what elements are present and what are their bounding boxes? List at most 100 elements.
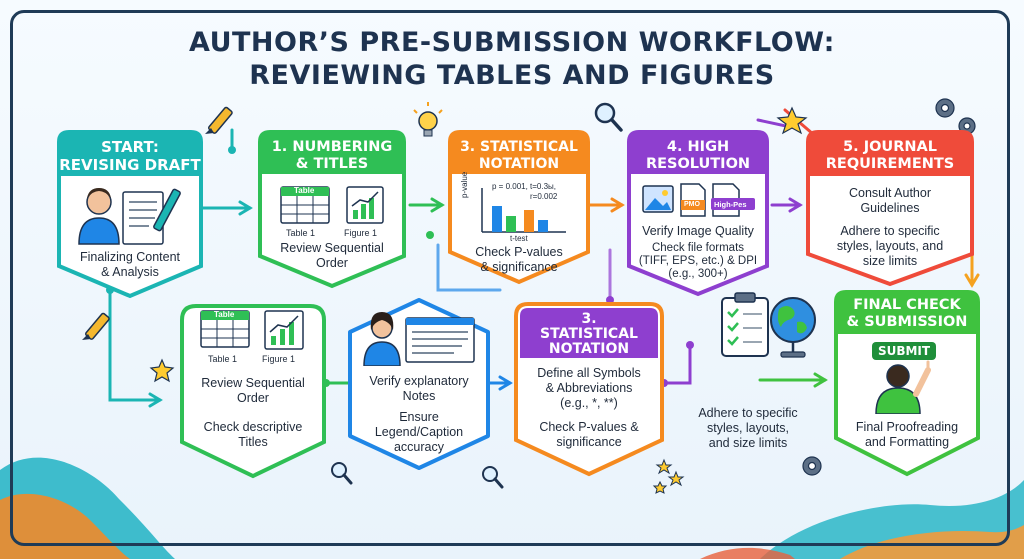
wave-left-2 <box>0 493 130 559</box>
journal-body-3: Adhere to specific <box>840 224 940 238</box>
journal-body-2: Guidelines <box>860 201 920 215</box>
stat-bottom-body-4: Check P-values & <box>539 420 639 434</box>
notes-body-5: accuracy <box>393 440 445 454</box>
resolution-tag-1: PMO <box>684 201 700 208</box>
stat-top-ylabel: p-value <box>460 171 469 198</box>
pencil-icon-2 <box>82 312 110 340</box>
star-icon <box>776 106 808 135</box>
numbering-caption-figure: Figure 1 <box>344 228 378 238</box>
resolution-body-1: Verify Image Quality <box>642 224 754 238</box>
resolution-title-1: 4. HIGH <box>666 139 730 155</box>
card-notes: Verify explanatory Notes Ensure Legend/C… <box>346 296 492 472</box>
image-file-icons <box>642 183 755 217</box>
stat-bottom-body-5: significance <box>556 435 622 449</box>
card-numbering: 1. NUMBERING & TITLES Table Table 1 Figu… <box>256 128 408 290</box>
table-icon-2 <box>200 310 250 348</box>
journal-title-1: 5. JOURNAL <box>843 139 937 155</box>
notes-body-3: Ensure <box>399 410 439 424</box>
resolution-title-2: RESOLUTION <box>645 156 751 172</box>
stat-bottom-body-2: & Abbreviations <box>545 381 633 395</box>
resolution-body-4: (e.g., 300+) <box>668 268 728 280</box>
adhere-text-1: Adhere to specific <box>698 406 798 420</box>
person-clicking-icon <box>875 360 931 414</box>
review-body-2: Order <box>237 391 269 405</box>
gear-icon-2 <box>802 456 822 476</box>
stat-top-title-2: NOTATION <box>478 156 560 172</box>
adhere-text-2: styles, layouts, <box>707 421 789 435</box>
final-title-2: & SUBMISSION <box>846 314 968 330</box>
numbering-table-tag: Table <box>294 186 315 195</box>
numbering-title-1: 1. NUMBERING <box>271 139 393 155</box>
card-start: START: REVISING DRAFT Finalizing Content… <box>55 128 205 300</box>
card-stat-bottom: 3. STATISTICAL NOTATION Define all Symbo… <box>512 300 666 478</box>
final-body-1: Final Proofreading <box>855 420 959 434</box>
card-resolution: 4. HIGH RESOLUTION PMO High-Pes Verify I… <box>625 128 771 298</box>
globe-icon <box>770 297 816 358</box>
p-value-chart-icon <box>481 188 566 233</box>
bar-chart-icon-2 <box>264 310 304 350</box>
card-final: FINAL CHECK & SUBMISSION SUBMIT Final Pr… <box>832 288 982 478</box>
card-stat-top: 3. STATISTICAL NOTATION p-value p = 0.00… <box>446 128 592 286</box>
stat-top-annot-1: p = 0.001, t=0.3ы, <box>492 182 557 191</box>
numbering-body-1: Review Sequential <box>280 241 384 255</box>
stat-bottom-title-3: NOTATION <box>548 341 630 357</box>
stat-top-title-1: 3. STATISTICAL <box>460 139 578 155</box>
notes-body-4: Legend/Caption <box>374 425 464 439</box>
review-caption-figure: Figure 1 <box>262 354 296 364</box>
notes-body-1: Verify explanatory <box>369 374 469 388</box>
stat-bottom-title-1: 3. <box>581 311 597 327</box>
writer-icon <box>78 188 181 245</box>
journal-body-5: size limits <box>862 254 918 268</box>
start-title-1: START: <box>101 138 159 156</box>
title-line-1: AUTHOR’S PRE-SUBMISSION WORKFLOW: <box>189 27 835 58</box>
numbering-body-2: Order <box>316 256 348 270</box>
stars-cluster-icon <box>652 458 685 494</box>
stat-bottom-body-3: (e.g., *, **) <box>560 396 618 410</box>
stat-top-xlabel: t-test <box>510 234 528 243</box>
stat-top-body-2: & significance <box>480 260 558 274</box>
start-body-2: & Analysis <box>101 265 159 279</box>
journal-title-2: REQUIREMENTS <box>825 156 955 172</box>
title-line-2: REVIEWING TABLES AND FIGURES <box>249 60 775 91</box>
final-title-1: FINAL CHECK <box>853 297 961 313</box>
connector-start-down <box>108 288 162 402</box>
magnifier-icon-3 <box>482 466 504 489</box>
wave-right-2 <box>840 525 1024 559</box>
submit-button[interactable]: SUBMIT <box>872 342 936 360</box>
resolution-body-2: Check file formats <box>651 242 745 254</box>
outer-frame <box>10 10 1010 546</box>
magnifier-icon-2 <box>331 462 353 485</box>
star-icon-2 <box>149 358 175 383</box>
stat-bottom-body-1: Define all Symbols <box>537 366 641 380</box>
clipboard-icon <box>721 292 769 357</box>
resolution-tag-2: High-Pes <box>714 200 747 209</box>
presenter-icon <box>363 312 475 366</box>
lightbulb-icon <box>413 102 443 137</box>
bar-chart-icon <box>346 186 384 224</box>
journal-body-4: styles, layouts, and <box>836 239 944 253</box>
resolution-body-3: (TIFF, EPS, etc.) & DPI <box>638 255 758 267</box>
start-body-1: Finalizing Content <box>79 250 181 264</box>
review-table-tag: Table <box>214 310 235 319</box>
review-body-3: Check descriptive <box>203 420 303 434</box>
stat-top-body-1: Check P-values <box>475 245 563 259</box>
gear-icon <box>935 98 976 135</box>
stat-bottom-title-2: STATISTICAL <box>540 326 638 342</box>
numbering-caption-table: Table 1 <box>286 228 316 238</box>
numbering-title-2: & TITLES <box>295 156 369 172</box>
notes-body-2: Notes <box>402 389 436 403</box>
final-body-2: and Formatting <box>864 435 950 449</box>
card-review: Table Table 1 Figure 1 Review Sequential… <box>178 302 328 480</box>
review-body-4: Titles <box>238 435 268 449</box>
review-body-1: Review Sequential <box>201 376 305 390</box>
table-icon <box>280 186 330 224</box>
adhere-text-3: and size limits <box>708 436 788 450</box>
review-caption-table: Table 1 <box>208 354 238 364</box>
magnifier-icon <box>594 102 623 132</box>
start-title-2: REVISING DRAFT <box>59 156 201 174</box>
pencil-icon <box>205 106 233 134</box>
connector-stat-to-adhere <box>662 343 692 385</box>
journal-body-1: Consult Author <box>849 186 931 200</box>
stat-top-annot-2: r=0.002 <box>530 192 558 201</box>
